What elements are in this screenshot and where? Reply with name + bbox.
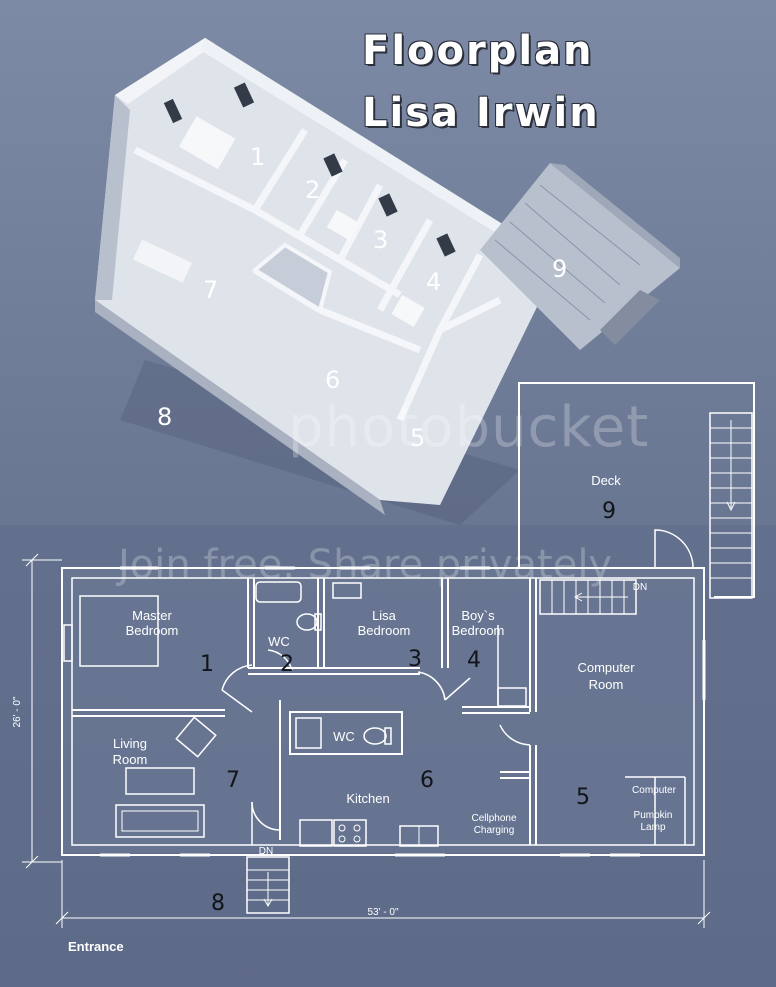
dimension-height: 26' - 0" — [12, 696, 23, 727]
plan-number-6: 6 — [420, 768, 434, 793]
dimension-width: 53' - 0" — [367, 907, 398, 918]
iso-number-6: 6 — [325, 366, 340, 394]
label-computer: Computer — [632, 785, 677, 796]
plan-number-7: 7 — [226, 768, 240, 793]
toilet-wc2 — [296, 613, 318, 631]
iso-deck-stairs — [600, 290, 660, 345]
plan-number-5: 5 — [576, 785, 590, 810]
iso-number-9: 9 — [552, 255, 567, 283]
iso-number-1: 1 — [250, 143, 265, 171]
deck-stairs — [709, 412, 753, 599]
iso-deck-boards — [494, 184, 641, 321]
iso-wall-front — [95, 300, 385, 515]
title-lisa-irwin: Lisa Irwin — [362, 90, 600, 136]
plan-number-9: 9 — [602, 499, 616, 524]
iso-bed-1 — [178, 116, 236, 170]
deck — [518, 382, 755, 599]
iso-wall-back — [115, 38, 215, 104]
label-wc-1: WC — [268, 634, 290, 649]
bathtub — [255, 581, 302, 603]
armchair — [175, 716, 217, 758]
isometric-view: 1 2 3 4 5 6 7 8 9 — [95, 38, 680, 525]
plan-number-8: 8 — [211, 891, 225, 916]
plan-number-3: 3 — [408, 647, 422, 672]
dimension-lines — [22, 553, 711, 928]
plan-number-1: 1 — [200, 652, 214, 677]
iso-number-5: 5 — [410, 424, 425, 452]
plan-number-4: 4 — [467, 648, 481, 673]
door-swings — [221, 649, 531, 845]
iso-sofa — [132, 239, 193, 283]
interior-walls — [72, 578, 537, 845]
iso-number-3: 3 — [373, 226, 388, 254]
label-dn-entrance: DN — [259, 846, 273, 857]
kitchen-counter — [299, 819, 333, 847]
outer-wall — [61, 567, 705, 856]
deck-door — [654, 529, 694, 569]
label-dn-interior: DN — [633, 582, 647, 593]
stove — [333, 819, 367, 847]
iso-bathroom-block — [251, 242, 333, 314]
master-bed — [79, 595, 159, 667]
deck-stair-treads — [710, 427, 752, 579]
iso-number-2: 2 — [305, 176, 320, 204]
iso-number-8: 8 — [157, 403, 172, 431]
toilet-central — [363, 727, 387, 745]
label-wc-2: WC — [333, 729, 355, 744]
plan-number-2: 2 — [280, 652, 294, 677]
iso-number-4: 4 — [426, 268, 441, 296]
coffee-table — [125, 767, 195, 795]
title-floorplan: Floorplan — [362, 28, 594, 74]
photobucket-watermark: photobucket — [288, 395, 650, 460]
sofa — [115, 804, 205, 838]
entrance-stairs — [246, 856, 290, 914]
iso-windows — [163, 82, 456, 257]
label-kitchen: Kitchen — [346, 791, 389, 806]
label-entrance: Entrance — [68, 939, 124, 954]
label-deck: Deck — [591, 473, 621, 488]
wall-windows — [100, 566, 706, 857]
iso-wall-left — [95, 95, 130, 300]
iso-number-7: 7 — [203, 276, 218, 304]
watermark-tagline: Join free. Share privately — [118, 542, 613, 588]
central-wc — [289, 711, 403, 755]
